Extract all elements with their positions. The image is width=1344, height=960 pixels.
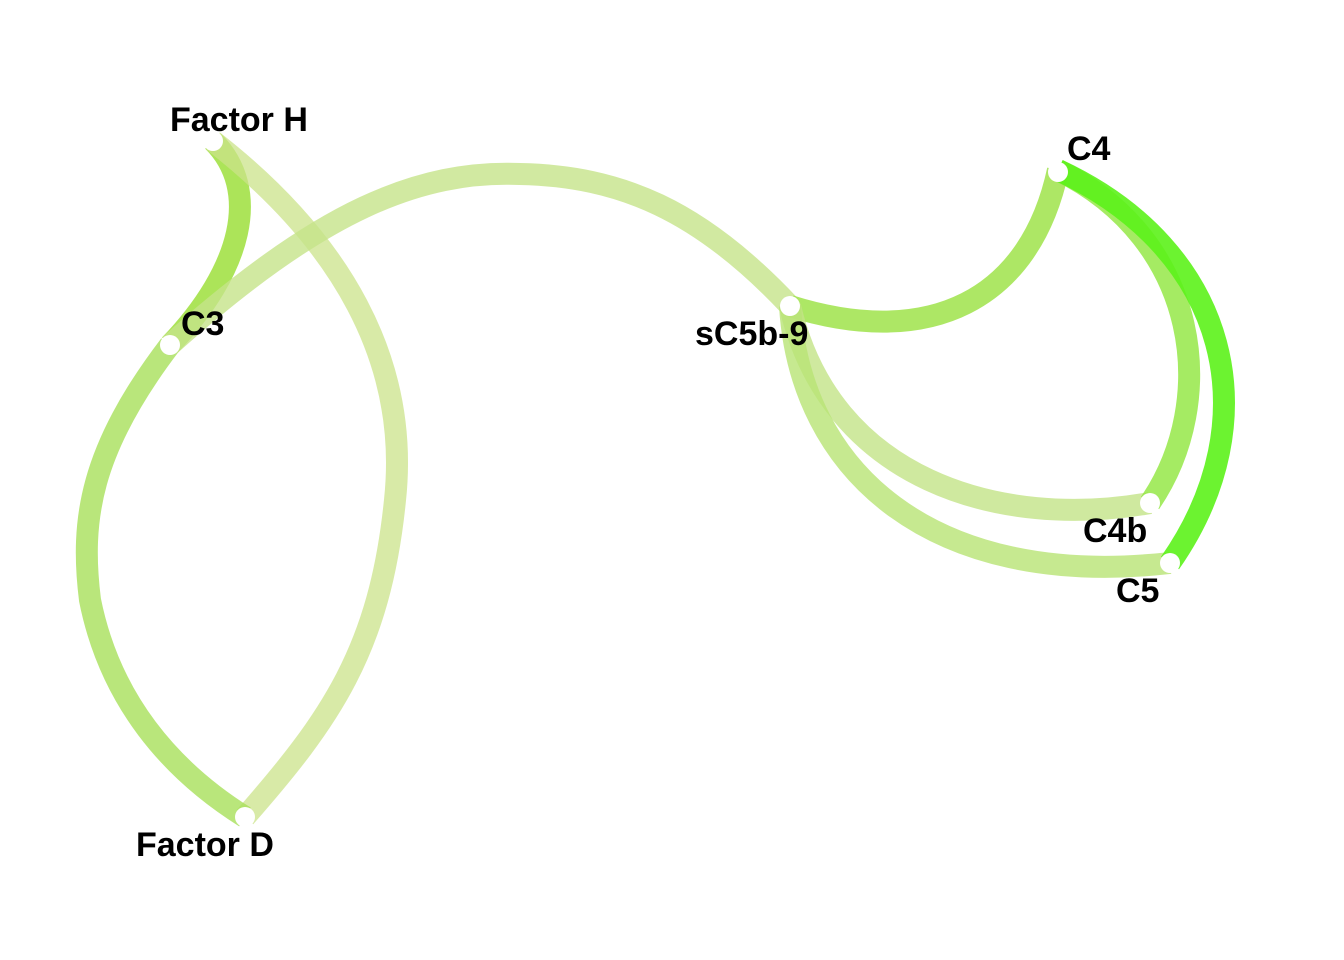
node-dot <box>1140 493 1160 513</box>
node-dot <box>235 807 255 827</box>
node-label: C4b <box>1083 512 1147 550</box>
edge-c4-c5 <box>1053 160 1235 570</box>
node-dot <box>780 296 800 316</box>
node-factor-d[interactable]: Factor D <box>136 807 274 864</box>
node-dot <box>1160 553 1180 573</box>
edges-layer <box>75 132 1235 827</box>
node-label: C4 <box>1067 130 1111 168</box>
node-label: Factor D <box>136 826 274 864</box>
node-dot <box>160 335 180 355</box>
edge-c3-factor-d <box>75 338 251 827</box>
edge-c3-sc5b9 <box>162 162 799 354</box>
node-c3[interactable]: C3 <box>160 305 224 355</box>
node-label: Factor H <box>170 101 308 139</box>
node-c4[interactable]: C4 <box>1048 130 1111 182</box>
edge-sc5b9-c4 <box>786 167 1069 333</box>
node-dot <box>203 131 223 151</box>
node-c5[interactable]: C5 <box>1116 553 1180 610</box>
node-label: C3 <box>181 305 224 343</box>
node-factor-h[interactable]: Factor H <box>170 101 308 151</box>
node-c4b[interactable]: C4b <box>1083 493 1160 550</box>
edge-sc5b9-c5 <box>779 305 1172 578</box>
node-label: sC5b-9 <box>695 315 808 353</box>
node-label: C5 <box>1116 572 1159 610</box>
node-dot <box>1048 162 1068 182</box>
node-sc5b9[interactable]: sC5b-9 <box>695 296 808 353</box>
edge-sc5b9-c4b <box>779 303 1152 521</box>
nodes-layer: Factor H C3 Factor D sC5b-9 C4 C4b <box>136 101 1180 864</box>
